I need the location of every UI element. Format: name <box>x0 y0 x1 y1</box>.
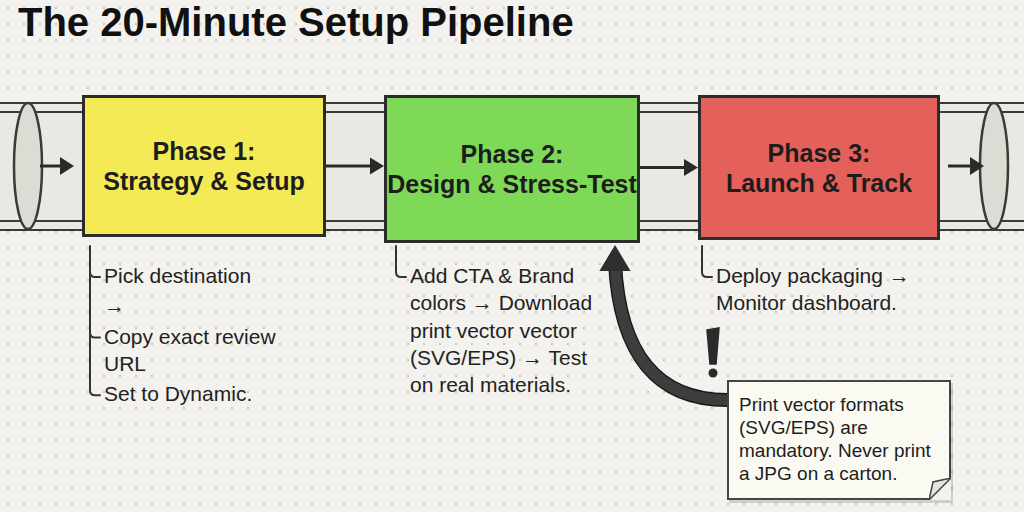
phase-number: Phase 3: <box>768 138 871 168</box>
pipe-arrow-in-head <box>60 157 74 175</box>
step-note: Set to Dynamic. <box>104 380 284 407</box>
connector <box>640 159 698 176</box>
step-note: Pick destination <box>104 262 284 289</box>
note-text: Print vector formats (SVG/EPS) are manda… <box>739 394 939 485</box>
bracket-hook <box>90 333 100 396</box>
pipe-end-left <box>14 103 42 229</box>
note-fold-flap <box>929 478 951 500</box>
diagram-title: The 20-Minute Setup Pipeline <box>18 0 574 45</box>
step-note: Add CTA & Brand colors → Download print … <box>410 262 596 398</box>
phase-box: Phase 2:Design & Stress-Test <box>384 95 640 243</box>
step-note: Deploy packaging → Monitor dashboard. <box>716 262 948 317</box>
bracket-hook <box>90 272 100 338</box>
flow-arrow <box>326 165 372 168</box>
callout-arrow <box>615 263 727 400</box>
phase-box: Phase 3:Launch & Track <box>698 95 940 240</box>
flow-arrow <box>640 166 686 169</box>
pipe-arrow-out-head <box>970 157 984 175</box>
pipe-end-right <box>980 103 1008 229</box>
bracket-hook <box>702 246 712 277</box>
warning-mark <box>707 328 719 378</box>
phase-name: Strategy & Setup <box>103 166 304 196</box>
phase-number: Phase 2: <box>461 139 564 169</box>
note-fold <box>929 478 951 500</box>
arrow-head <box>684 159 698 176</box>
callout-arrow-outline <box>615 263 727 400</box>
pipe-arrow-out <box>948 165 972 168</box>
arrow-head <box>370 158 384 175</box>
bracket-hook <box>90 246 100 277</box>
step-note: → <box>104 292 284 319</box>
arrow-head <box>599 245 630 271</box>
warning-bar <box>707 328 719 364</box>
phase-box: Phase 1:Strategy & Setup <box>82 95 326 237</box>
sticky-note: Print vector formats (SVG/EPS) are manda… <box>727 380 951 500</box>
phase-number: Phase 1: <box>153 136 256 166</box>
phase-name: Design & Stress-Test <box>387 169 637 199</box>
note-fold-shape <box>929 478 951 500</box>
pipe-arrow-in <box>40 165 62 168</box>
step-note: Copy exact review URL <box>104 323 284 378</box>
connector <box>326 158 384 175</box>
connector <box>599 245 727 400</box>
warning-dot <box>709 369 718 378</box>
bracket-hook <box>396 246 406 277</box>
phase-name: Launch & Track <box>726 168 912 198</box>
